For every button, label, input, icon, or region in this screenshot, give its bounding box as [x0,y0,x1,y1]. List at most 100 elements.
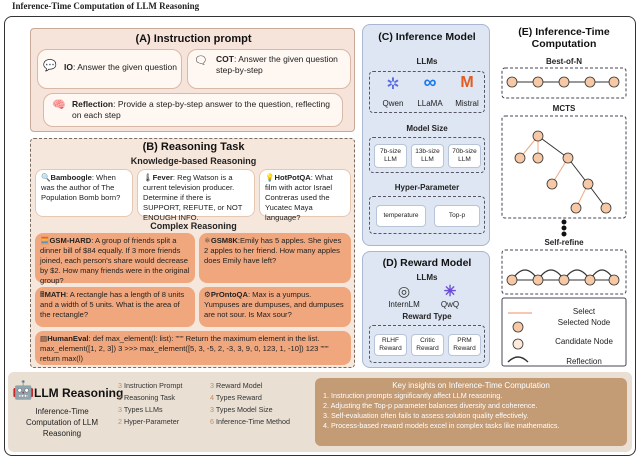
meta-infinity-icon: ∞ [423,72,437,92]
io-text: : Answer the given question [72,62,177,72]
reward-type-group: RLHF Reward Critic Reward PRM Reward [369,325,485,363]
summary-subtitle: Inference-Time Computation of LLM Reason… [25,407,99,438]
mcts-label: MCTS [552,104,576,113]
panel-e-title: (E) Inference-Time Computation [518,26,610,50]
best-of-n-label: Best-of-N [546,57,582,66]
insight-item: 2. Adjusting the Top-p parameter balance… [323,401,538,410]
knowledge-title: Knowledge-based Reasoning [130,156,257,166]
humaneval-box: ▤HumanEval: def max_element(l: list): ""… [35,331,351,365]
best-of-n-diagram [501,67,627,99]
llm-logos: ✲ ∞ M Qwen LLaMA Mistral [369,71,485,113]
legend-selected-node: Selected Node [557,318,611,327]
ellipsis-dots [561,219,567,237]
summary-item: 6 Inference-Time Method [210,417,291,426]
reward-rlhf: RLHF Reward [374,334,407,356]
hotpot-text: : What film with actor Israel Contreras … [265,173,333,222]
prontoqa-label: PrOntoQA [210,290,248,299]
panel-a-title: (A) Instruction prompt [135,33,252,45]
complex-title: Complex Reasoning [150,221,237,231]
math-label: MATH [44,290,66,299]
hotpot-label: HotPotQA [274,173,311,182]
thermometer-icon: 🌡 [143,173,153,182]
legend-select: Select [572,307,596,316]
bamboogle-box: 🔍Bamboogle: When was the author of The P… [35,169,133,217]
model-size-label: Model Size [406,124,448,133]
self-refine-diagram [501,249,627,295]
self-refine-label: Self-refine [544,238,584,247]
cot-label: COT [216,54,234,64]
mcts-diagram [501,115,627,219]
summary-item: 3 Reward Model [210,381,263,390]
llms-label: LLMs [416,57,438,66]
size-13b: 13b-size LLM [411,144,444,168]
panel-reasoning-task: (B) Reasoning Task Knowledge-based Reaso… [30,138,355,368]
legend-candidate-node: Candidate Node [555,337,613,346]
flow-icon: ⚙ [204,290,211,299]
method-diagrams [501,67,627,367]
robot-icon: 🤖 [12,380,35,400]
insight-item: 4. Process-based reward models excel in … [323,421,560,430]
model-name-mistral: Mistral [455,99,479,108]
key-insights-box: Key insights on Inference-Time Computati… [315,378,627,446]
page-header: Inference-Time Computation of LLM Reason… [12,1,200,11]
size-7b: 7b-size LLM [374,144,407,168]
prontoqa-box: ⚙PrOntoQA: Max is a yumpus. Yumpuses are… [199,287,351,327]
panel-b-title: (B) Reasoning Task [142,141,245,153]
model-name-llama: LLaMA [417,99,443,108]
panel-inference-model: (C) Inference Model LLMs ✲ ∞ M Qwen LLaM… [362,24,490,246]
io-label: IO [64,62,73,72]
panel-d-title: (D) Reward Model [382,257,472,269]
hotpot-box: 💡HotPotQA: What film with actor Israel C… [259,169,351,222]
gsm8k-box: ⚛GSM8K:Emily has 5 apples. She gives 2 a… [199,233,351,283]
panel-inference-time-computation: (E) Inference-Time Computation Best-of-N… [496,24,632,368]
cot-text: : Answer the given question step-by-step [216,54,338,75]
mistral-icon: M [460,74,474,91]
reflection-box: 🧠 Reflection: Provide a step-by-step ans… [43,93,343,127]
param-temperature: temperature [376,205,426,227]
reward-model-internlm: InternLM [388,300,420,309]
fever-box: 🌡Fever: Reg Watson is a current televisi… [137,169,255,222]
qwq-icon: ✳ [443,283,457,300]
fever-label: Fever [152,173,173,182]
io-box: 💬 IO: Answer the given question [37,49,182,89]
panel-instruction-prompt: (A) Instruction prompt 💬 IO: Answer the … [30,28,355,132]
reward-model-qwq: QwQ [440,300,460,309]
gsmhard-text: : A group of friends split a dinner bill… [40,236,190,285]
legend-box [501,297,627,367]
bamboogle-label: Bamboogle [50,173,92,182]
insight-item: 3. Self-evaluation often fails to assess… [323,411,529,420]
summary-title: LLM Reasoning [34,386,124,400]
summary-item: 4 Types Reward [210,393,262,402]
hyper-param-label: Hyper-Parameter [394,183,460,192]
humaneval-text: : def max_element(l: list): """ Return t… [40,334,329,363]
param-top-p: Top-p [434,205,480,227]
insight-item: 1. Instruction prompts significantly aff… [323,391,503,400]
legend-reflection: Reflection [566,357,602,366]
summary-item: 3 Reasoning Task [118,393,176,402]
reward-prm: PRM Reward [448,334,481,356]
math-box: 🖩MATH: A rectangle has a length of 8 uni… [35,287,195,327]
summary-item: 3 Types LLMs [118,405,163,414]
panel-c-title: (C) Inference Model [378,31,476,43]
prontoqa-text: : Max is a yumpus. Yumpuses are dumpuses… [204,290,344,319]
humaneval-label: HumanEval [47,334,89,343]
head-thinking-icon: 🧠 [52,99,66,111]
lightbulb-icon: 💡 [265,173,275,182]
internlm-icon: ◎ [397,283,411,299]
gsm8k-text: :Emily has 5 apples. She gives 2 apples … [204,236,342,265]
summary-item: 3 Instruction Prompt [118,381,183,390]
brain-chat-icon: 🗨 [194,55,208,67]
reward-type-label: Reward Type [402,312,452,321]
reward-llms-label: LLMs [416,273,438,282]
fever-text: : Reg Watson is a current television pro… [143,173,243,222]
summary-item: 2 Hyper-Parameter [118,417,180,426]
bamboogle-text: : When was the author of The Population … [41,173,121,202]
qwen-icon: ✲ [386,76,400,93]
size-70b: 70b-size LLM [448,144,481,168]
code-icon: ▤ [40,334,48,343]
gsmhard-box: 🧮GSM-HARD: A group of friends split a di… [35,233,195,285]
cot-box: 🗨 COT: Answer the given question step-by… [187,49,351,89]
model-size-group: 7b-size LLM 13b-size LLM 70b-size LLM [369,137,485,173]
math-text: : A rectangle has a length of 8 units an… [40,290,185,319]
gsmhard-label: GSM-HARD [49,236,92,245]
